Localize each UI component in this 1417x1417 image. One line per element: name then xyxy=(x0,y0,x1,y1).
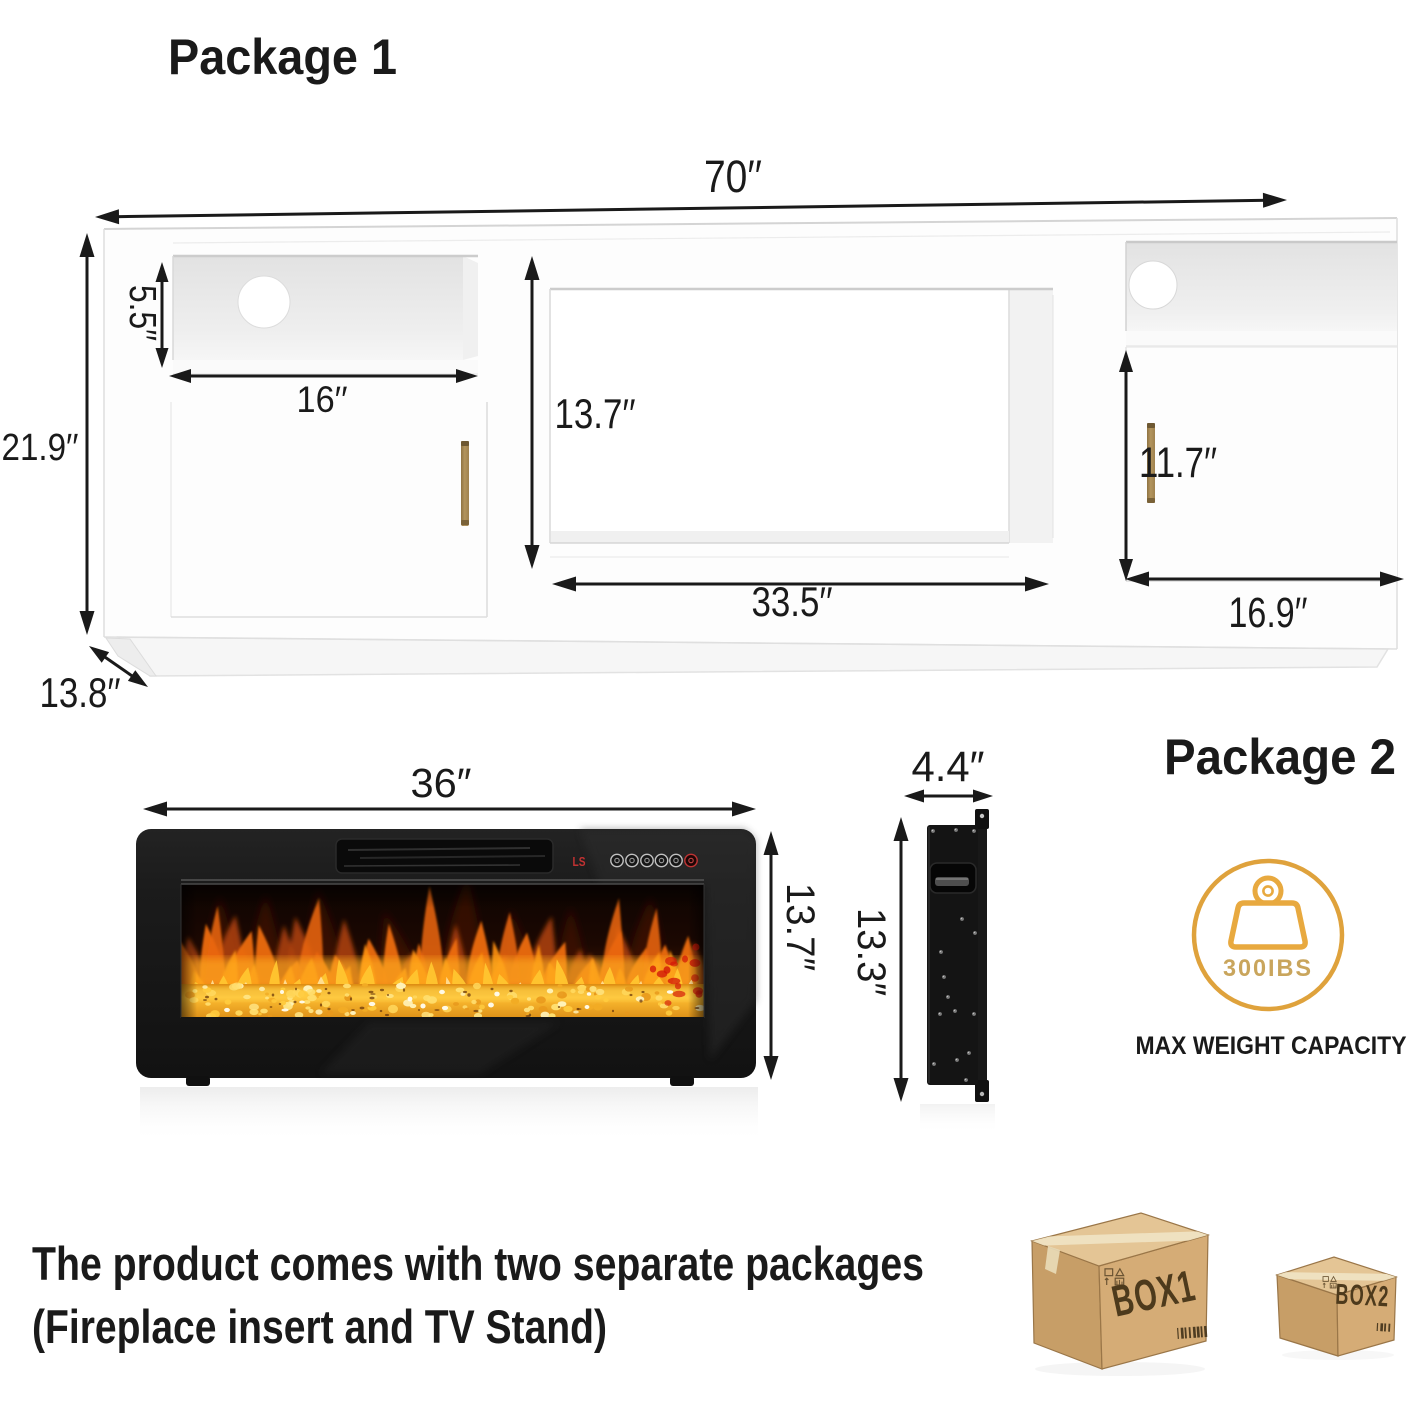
svg-text:5.5′′: 5.5′′ xyxy=(121,285,163,341)
svg-text:(Fireplace insert and TV Stand: (Fireplace insert and TV Stand) xyxy=(32,1300,607,1353)
svg-text:13.3″: 13.3″ xyxy=(849,908,893,996)
svg-text:11.7′′: 11.7′′ xyxy=(1139,439,1217,487)
svg-text:33.5′′: 33.5′′ xyxy=(752,578,833,625)
svg-text:Package 2: Package 2 xyxy=(1164,729,1396,785)
svg-text:16′′: 16′′ xyxy=(297,379,348,420)
svg-text:16.9′′: 16.9′′ xyxy=(1229,589,1308,637)
svg-text:70′′: 70′′ xyxy=(704,151,762,202)
svg-text:BOX2: BOX2 xyxy=(1335,1279,1391,1314)
svg-text:MAX WEIGHT CAPACITY: MAX WEIGHT CAPACITY xyxy=(1136,1032,1407,1060)
svg-text:4.4″: 4.4″ xyxy=(912,743,985,791)
svg-text:300IBS: 300IBS xyxy=(1223,955,1313,982)
svg-text:21.9′′: 21.9′′ xyxy=(2,427,79,469)
svg-text:13.7″: 13.7″ xyxy=(778,883,822,971)
svg-text:LS: LS xyxy=(573,854,586,869)
svg-text:36″: 36″ xyxy=(411,760,472,806)
svg-text:Package 1: Package 1 xyxy=(168,29,397,85)
svg-text:13.8′′: 13.8′′ xyxy=(40,669,121,716)
svg-text:13.7′′: 13.7′′ xyxy=(555,390,636,437)
svg-text:The product comes with two sep: The product comes with two separate pack… xyxy=(32,1237,924,1290)
